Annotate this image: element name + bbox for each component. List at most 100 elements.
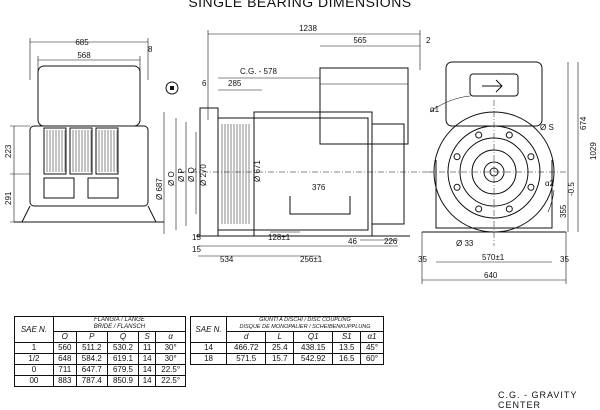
gravity-center-note: C.G. - GRAVITY CENTER <box>498 390 578 410</box>
dim-8: 8 <box>148 45 153 54</box>
cell: 438.15 <box>293 342 334 354</box>
cell: 647.7 <box>75 364 108 376</box>
cell: 511.2 <box>75 342 108 354</box>
dim-dO: Ø O <box>167 171 176 186</box>
dim-128: 128±1 <box>268 233 291 242</box>
col-Q1: Q1 <box>293 331 334 343</box>
bolt-hole <box>475 205 483 213</box>
col-alpha: α <box>155 331 186 343</box>
angle-a1: α1 <box>430 105 440 114</box>
cell: 1/2 <box>14 353 54 365</box>
cell: 571.5 <box>226 353 267 365</box>
cell: 0 <box>14 364 54 376</box>
dim-223: 223 <box>4 144 13 158</box>
cell: 679.5 <box>106 364 140 376</box>
dim-46: 46 <box>348 237 357 246</box>
dim-15b: 15 <box>192 245 201 254</box>
cell: 15.7 <box>265 353 295 365</box>
right-end-view <box>421 61 579 284</box>
cell: 787.4 <box>75 375 108 387</box>
cell: 584.2 <box>75 353 108 365</box>
flange-sae-header: SAE N. <box>14 316 54 343</box>
cell: 18 <box>189 353 228 365</box>
dim-2: 2 <box>426 36 431 45</box>
cell: 25.4 <box>265 342 295 354</box>
col-alpha1: α1 <box>360 331 384 343</box>
coupling-sae-header: SAE N. <box>189 316 228 343</box>
col-O: O <box>52 331 77 343</box>
dim-cg: C.G. - 578 <box>240 67 277 76</box>
cell: 14 <box>189 342 228 354</box>
cell: 16.5 <box>332 353 361 365</box>
bolt-hole <box>453 183 461 191</box>
flange-table: SAE N. FLANGIA / LANGE BRIDE / FLANSCH O… <box>14 316 187 387</box>
bolt-hole <box>505 131 513 139</box>
cell: 648 <box>52 353 77 365</box>
dim-minus-0-5: -0.5 <box>567 182 576 196</box>
dim-534: 534 <box>220 255 234 264</box>
cell: 00 <box>14 375 54 387</box>
dim-15a: 15 <box>192 233 201 242</box>
dim-35a: 35 <box>418 255 427 264</box>
cell: 1 <box>14 342 54 354</box>
col-S: S <box>138 331 157 343</box>
cell: 14 <box>138 353 157 365</box>
side-view <box>163 30 432 257</box>
cell: 560 <box>52 342 77 354</box>
cell: 711 <box>52 364 77 376</box>
dim-phi-S: Ø S <box>540 123 554 132</box>
technical-drawing: 685 568 223 291 <box>4 24 598 284</box>
col-S1: S1 <box>332 331 361 343</box>
cell: 530.2 <box>106 342 140 354</box>
cell: 14 <box>138 375 157 387</box>
dim-376: 376 <box>312 183 326 192</box>
dim-256: 256±1 <box>300 255 323 264</box>
flange-group-title: FLANGIA / LANGE BRIDE / FLANSCH <box>52 316 187 332</box>
dim-291: 291 <box>4 191 13 205</box>
col-P: P <box>75 331 108 343</box>
cell: 45° <box>360 342 384 354</box>
cell: 11 <box>138 342 157 354</box>
cell: 13.5 <box>332 342 361 354</box>
left-end-view <box>10 38 164 223</box>
dim-285: 285 <box>228 79 242 88</box>
bolt-hole <box>505 205 513 213</box>
bolt-hole <box>453 153 461 161</box>
dim-1029: 1029 <box>589 142 598 160</box>
bolt-hole <box>527 183 535 191</box>
dim-687: Ø 687 <box>155 178 164 200</box>
cell: 542.92 <box>293 353 334 365</box>
flange-title-2: BRIDE / FLANSCH <box>93 324 146 330</box>
dim-33: Ø 33 <box>456 239 474 248</box>
cell: 850.9 <box>106 375 140 387</box>
dim-565: 565 <box>353 36 367 45</box>
cell: 60° <box>360 353 384 365</box>
coupling-table: SAE N. GIUNTI A DISCHI / DISC COUPLING D… <box>189 316 384 365</box>
dim-568: 568 <box>77 51 91 60</box>
col-d: d <box>226 331 267 343</box>
dim-570: 570±1 <box>482 253 505 262</box>
dim-6: 6 <box>202 79 207 88</box>
col-L: L <box>265 331 295 343</box>
dim-355: 355 <box>559 204 568 218</box>
dim-270: Ø 270 <box>199 164 208 186</box>
dim-dQ: Ø Q <box>187 167 196 182</box>
dim-671: Ø 671 <box>253 160 262 182</box>
dim-dP: Ø P <box>177 168 186 182</box>
col-Q: Q <box>106 331 140 343</box>
cell: 14 <box>138 364 157 376</box>
coupling-title-2: DISQUE DE MONOPALIER / SCHEIBENKUPPLUNG <box>239 324 371 330</box>
page-title: SINGLE BEARING DIMENSIONS <box>188 0 412 10</box>
dim-685: 685 <box>75 38 89 47</box>
dim-35b: 35 <box>560 255 569 264</box>
dim-226: 226 <box>384 237 398 246</box>
coupling-group-title: GIUNTI A DISCHI / DISC COUPLING DISQUE D… <box>226 316 384 332</box>
dim-1238: 1238 <box>299 24 317 33</box>
cell: 22.5° <box>155 364 186 376</box>
